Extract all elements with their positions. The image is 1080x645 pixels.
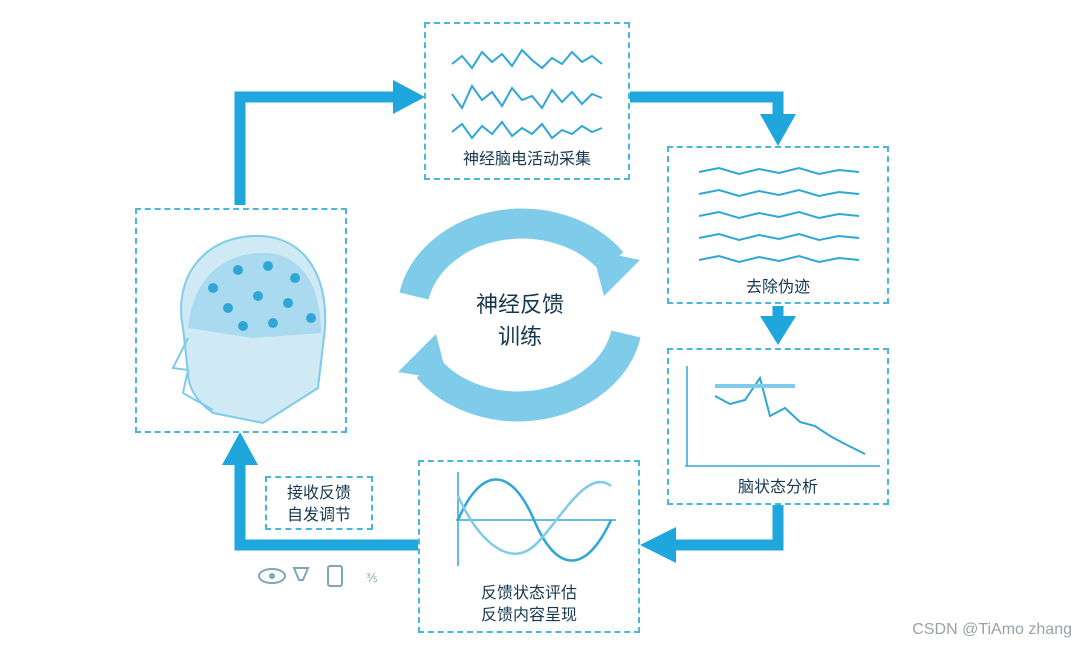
arrow-analysis-to-feedback <box>672 505 784 551</box>
artifact-removal-label: 去除伪迹 <box>745 277 810 296</box>
watermark: CSDN @TiAmo zhang <box>912 621 1072 638</box>
sine-waves-icon <box>456 472 616 566</box>
flow-arrows <box>222 80 796 563</box>
spectrum-plot-icon <box>685 366 880 467</box>
feedback-label-line2: 反馈内容呈现 <box>480 605 577 624</box>
receive-label-line1: 接收反馈 <box>286 483 351 502</box>
arrow-acquisition-to-artifact <box>628 91 784 118</box>
center-title: 神经反馈 训练 <box>440 290 600 354</box>
center-title-line2: 训练 <box>497 325 542 350</box>
receive-box: 接收反馈 自发调节 <box>265 476 373 530</box>
arrow-head-to-acquisition <box>234 91 395 205</box>
score-icon: ⅗ <box>366 571 378 585</box>
head-box <box>135 208 347 433</box>
arrow-feedback-to-head <box>234 462 418 551</box>
eeg-clean-waves-icon <box>698 166 860 264</box>
cup-icon <box>292 567 310 581</box>
eeg-raw-waves-icon <box>451 48 603 140</box>
receive-label-line2: 自发调节 <box>286 505 351 524</box>
state-analysis-box: 脑状态分析 <box>667 348 889 505</box>
feedback-box: 反馈状态评估 反馈内容呈现 <box>418 460 640 633</box>
training-cycle-arrows <box>398 208 641 422</box>
eye-icon <box>258 568 286 584</box>
state-analysis-label: 脑状态分析 <box>737 477 818 496</box>
feedback-modality-icons: ⅗ <box>256 562 396 588</box>
artifact-removal-box: 去除伪迹 <box>667 146 889 304</box>
feedback-label-line1: 反馈状态评估 <box>480 583 577 602</box>
center-title-line1: 神经反馈 <box>475 293 564 318</box>
phone-icon <box>327 565 343 587</box>
eeg-cap-head-icon <box>171 234 327 425</box>
acquisition-label: 神经脑电活动采集 <box>462 149 591 168</box>
acquisition-box: 神经脑电活动采集 <box>424 22 630 180</box>
